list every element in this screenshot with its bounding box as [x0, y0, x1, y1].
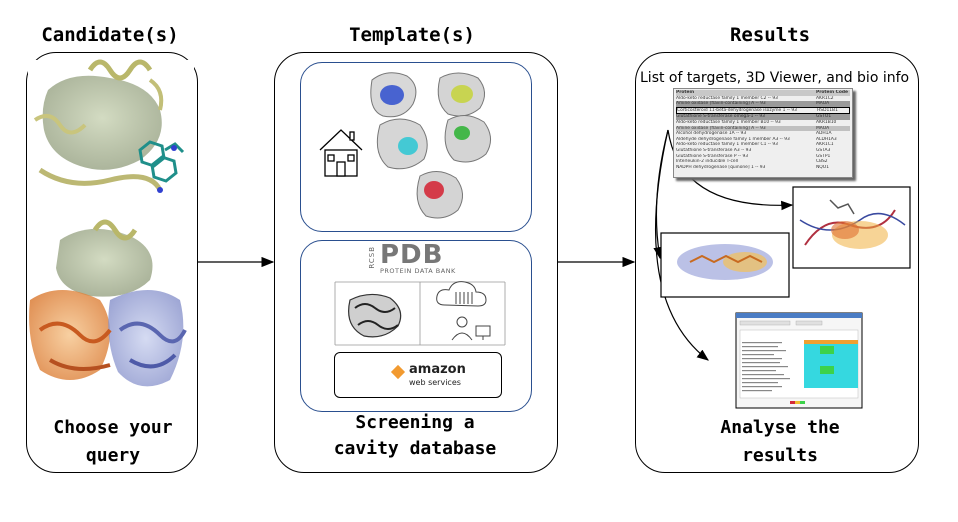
- table-cell: Glutathione S-transferase P -- 93: [676, 153, 749, 159]
- table-header-row: Protein Protein Code: [676, 90, 850, 96]
- table-header-protein: Protein: [676, 90, 695, 95]
- table-cell: NADPH dehydrogenase [quinone] 1 -- 93: [676, 164, 766, 170]
- candidate-protein-image-1: [28, 59, 194, 206]
- table-row[interactable]: Aldehyde dehydrogenase family 1 member A…: [676, 137, 850, 143]
- 3d-viewer-right-image: [792, 186, 911, 269]
- table-cell: NQO1: [816, 164, 829, 170]
- table-cell: CBS2: [816, 159, 828, 165]
- results-description-label: List of targets, 3D Viewer, and bio info: [640, 70, 910, 86]
- heading-candidates: Candidate(s): [41, 24, 179, 46]
- table-cell: ALDH1A3: [816, 136, 837, 142]
- targets-table: Protein Protein Code Aldo-keto reductase…: [676, 90, 850, 170]
- table-row[interactable]: Amine oxidase [flavin-containing] A -- 9…: [676, 101, 850, 107]
- table-row[interactable]: Glutathione S-transferase P -- 93 GSTP1: [676, 154, 850, 160]
- table-cell: MAOA: [816, 125, 830, 131]
- candidates-caption-line1: Choose your: [53, 417, 173, 438]
- template-protein-green: [444, 115, 491, 163]
- table-cell: Glutathione S-transferase A3 -- 93: [676, 147, 752, 153]
- aws-logo-sub: web services: [409, 378, 461, 387]
- heading-results: Results: [729, 24, 811, 46]
- templates-caption: Screening a cavity database: [290, 410, 540, 462]
- table-cell: Aldo-keto reductase family 1 member C1 -…: [676, 142, 778, 148]
- table-cell: Aldo-keto reductase family 1 member C2 -…: [676, 95, 778, 101]
- table-cell: Alcohol dehydrogenase 1A -- 93: [676, 131, 747, 137]
- table-cell: Aldo-keto reductase family 1 member B10 …: [676, 119, 781, 125]
- table-row[interactable]: NADPH dehydrogenase [quinone] 1 -- 93 NQO…: [676, 165, 850, 171]
- template-protein-cyan: [376, 118, 428, 170]
- protein-structure-bw-image: [348, 293, 402, 338]
- results-caption: Analyse the results: [660, 414, 900, 470]
- results-caption-line1: Analyse the: [720, 417, 840, 438]
- table-row[interactable]: Alcohol dehydrogenase 1A -- 93 ADH1A: [676, 131, 850, 137]
- table-row[interactable]: Aldo-keto reductase family 1 member C2 -…: [676, 96, 850, 102]
- template-protein-thumbnails: [370, 72, 491, 219]
- candidate-protein-image-2: [28, 214, 194, 404]
- table-row[interactable]: Glutathione S-transferase omega-1 -- 93 G…: [676, 114, 850, 120]
- pdb-logo-sub: PROTEIN DATA BANK: [380, 267, 456, 275]
- templates-caption-line2: cavity database: [333, 438, 497, 459]
- table-cell: Corticosteroid 11-beta-dehydrogenase iso…: [677, 107, 797, 113]
- table-cell: MAOA: [816, 101, 830, 107]
- candidates-caption-line2: query: [85, 445, 141, 466]
- table-cell: Amine oxidase [flavin-containing] A -- 9…: [676, 101, 766, 107]
- template-protein-blue: [370, 72, 417, 118]
- 3d-viewer-left-image: [660, 232, 790, 298]
- table-cell: HSD11B1: [817, 107, 838, 113]
- templates-caption-line1: Screening a: [355, 412, 475, 433]
- cloud-server-icon: [436, 281, 487, 307]
- table-cell: GSTA3: [816, 147, 831, 153]
- table-cell: Amine oxidase [flavin-containing] A -- 9…: [676, 125, 766, 131]
- aws-logo-main: amazon: [409, 362, 466, 377]
- aws-logo-box: amazon web services: [334, 352, 502, 398]
- table-cell: GSTP1: [816, 153, 831, 159]
- table-cell: GSTO1: [816, 114, 832, 120]
- results-caption-line2: results: [742, 445, 818, 466]
- table-cell: AKR1C2: [816, 95, 834, 101]
- targets-table-window: Protein Protein Code Aldo-keto reductase…: [673, 88, 853, 178]
- template-protein-red: [416, 171, 463, 219]
- house-icon: [319, 129, 363, 177]
- bio-info-window: [735, 312, 863, 409]
- template-protein-yellow: [437, 72, 485, 117]
- heading-templates: Template(s): [349, 24, 475, 46]
- table-row[interactable]: Corticosteroid 11-beta-dehydrogenase iso…: [676, 106, 850, 115]
- table-header-code: Protein Code: [816, 90, 848, 95]
- aws-cubes-icon: [390, 364, 406, 380]
- arrow-table-to-viewer-right: [667, 129, 794, 211]
- pdb-logo-main: PDB: [380, 240, 444, 270]
- pdb-logo: RCSB PDB PROTEIN DATA BANK: [368, 240, 468, 276]
- table-cell: ADH1A: [816, 131, 832, 137]
- table-row[interactable]: Aldo-keto reductase family 1 member C1 -…: [676, 142, 850, 148]
- table-row[interactable]: Aldo-keto reductase family 1 member B10 …: [676, 120, 850, 126]
- table-cell: Interleukin-2 inducible T-cell: [676, 159, 739, 165]
- table-cell: AKR1C1: [816, 142, 834, 148]
- table-row[interactable]: Glutathione S-transferase A3 -- 93 GSTA3: [676, 148, 850, 154]
- table-row[interactable]: Amine oxidase [flavin-containing] A -- 9…: [676, 125, 850, 132]
- table-cell: Glutathione S-transferase omega-1 -- 93: [676, 114, 765, 120]
- table-cell: Aldehyde dehydrogenase family 1 member A…: [676, 136, 790, 142]
- arrow-table-to-bio-info: [655, 129, 709, 361]
- table-cell: AKR1B10: [816, 119, 837, 125]
- table-row[interactable]: Interleukin-2 inducible T-cell CBS2: [676, 159, 850, 165]
- pdb-logo-side: RCSB: [368, 246, 376, 269]
- user-computer-icon: [451, 316, 491, 341]
- candidates-caption: Choose your query: [30, 414, 196, 470]
